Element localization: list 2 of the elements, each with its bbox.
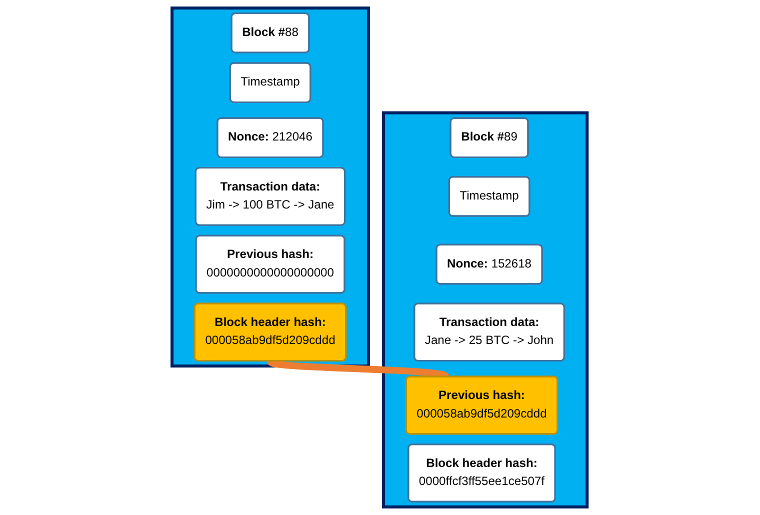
cluster [382,111,590,508]
cluster [170,6,370,368]
